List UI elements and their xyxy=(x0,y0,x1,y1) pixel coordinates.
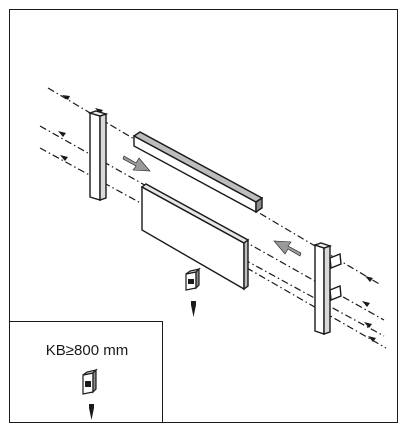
fastener-marks-right xyxy=(333,258,376,342)
right-post xyxy=(312,242,342,335)
inset-label: KB≥800 mm xyxy=(45,342,129,359)
arrow-right-icon xyxy=(122,155,151,172)
screw-icon xyxy=(191,301,196,317)
clip-icon xyxy=(82,368,98,395)
screw-icon xyxy=(89,404,94,420)
clip-icon xyxy=(185,267,201,291)
left-post xyxy=(87,110,109,201)
front-panel xyxy=(140,183,250,291)
arrow-left-icon xyxy=(273,240,302,257)
inset-detail-box: KB≥800 mm xyxy=(9,321,163,423)
rail-bar xyxy=(132,131,264,214)
